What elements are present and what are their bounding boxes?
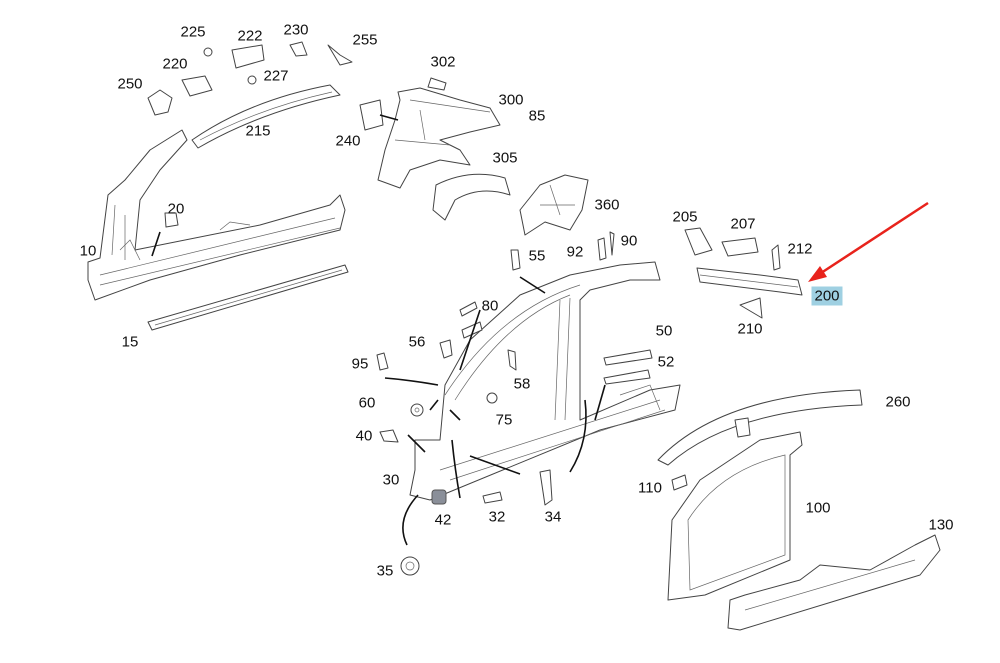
label-100[interactable]: 100 — [805, 499, 831, 517]
label-200-highlighted[interactable]: 200 — [811, 286, 843, 306]
part-215[interactable] — [191, 84, 341, 149]
part-100[interactable] — [667, 431, 803, 601]
plug-42 — [431, 489, 447, 505]
label-260[interactable]: 260 — [885, 393, 911, 411]
label-40[interactable]: 40 — [355, 427, 373, 445]
label-15[interactable]: 15 — [121, 333, 139, 351]
part-260[interactable] — [657, 389, 863, 466]
red-pointer-arrow — [808, 201, 929, 282]
part-200[interactable] — [696, 267, 803, 296]
part-center-side-frame[interactable] — [409, 261, 681, 501]
label-240[interactable]: 240 — [335, 132, 361, 150]
label-75[interactable]: 75 — [495, 411, 513, 429]
leader-arrows — [151, 114, 606, 546]
label-42[interactable]: 42 — [434, 511, 452, 529]
label-50[interactable]: 50 — [655, 322, 673, 340]
label-58[interactable]: 58 — [513, 375, 531, 393]
label-220[interactable]: 220 — [162, 55, 188, 73]
part-130[interactable] — [727, 534, 941, 631]
part-305[interactable] — [432, 173, 511, 221]
label-215[interactable]: 215 — [245, 122, 271, 140]
label-255[interactable]: 255 — [352, 31, 378, 49]
label-95[interactable]: 95 — [351, 355, 369, 373]
label-20[interactable]: 20 — [167, 200, 185, 218]
label-130[interactable]: 130 — [928, 516, 954, 534]
label-222[interactable]: 222 — [237, 27, 263, 45]
label-92[interactable]: 92 — [566, 243, 584, 261]
small-parts-right-top[interactable] — [684, 227, 781, 319]
label-30[interactable]: 30 — [382, 471, 400, 489]
small-parts-top-left[interactable] — [147, 41, 353, 228]
label-52[interactable]: 52 — [657, 353, 675, 371]
label-110[interactable]: 110 — [638, 479, 662, 497]
label-35[interactable]: 35 — [376, 562, 394, 580]
label-32[interactable]: 32 — [488, 508, 506, 526]
label-227[interactable]: 227 — [263, 67, 289, 85]
label-205[interactable]: 205 — [672, 208, 698, 226]
part-300[interactable] — [359, 77, 501, 189]
label-85[interactable]: 85 — [528, 107, 546, 125]
label-212[interactable]: 212 — [787, 240, 813, 258]
label-302[interactable]: 302 — [430, 53, 456, 71]
label-360[interactable]: 360 — [594, 196, 620, 214]
label-230[interactable]: 230 — [283, 21, 309, 39]
label-10[interactable]: 10 — [79, 242, 97, 260]
part-10[interactable] — [87, 129, 346, 301]
small-parts-center[interactable] — [376, 231, 688, 576]
label-55[interactable]: 55 — [528, 247, 546, 265]
label-60[interactable]: 60 — [358, 394, 376, 412]
part-15[interactable] — [147, 264, 349, 331]
label-210[interactable]: 210 — [737, 320, 763, 338]
label-250[interactable]: 250 — [117, 75, 143, 93]
label-305[interactable]: 305 — [492, 149, 518, 167]
label-34[interactable]: 34 — [544, 508, 562, 526]
label-80[interactable]: 80 — [481, 297, 499, 315]
label-56[interactable]: 56 — [408, 333, 426, 351]
label-207[interactable]: 207 — [730, 215, 756, 233]
label-225[interactable]: 225 — [180, 23, 206, 41]
label-300[interactable]: 300 — [498, 91, 524, 109]
part-360[interactable] — [519, 174, 589, 236]
label-90[interactable]: 90 — [620, 232, 638, 250]
